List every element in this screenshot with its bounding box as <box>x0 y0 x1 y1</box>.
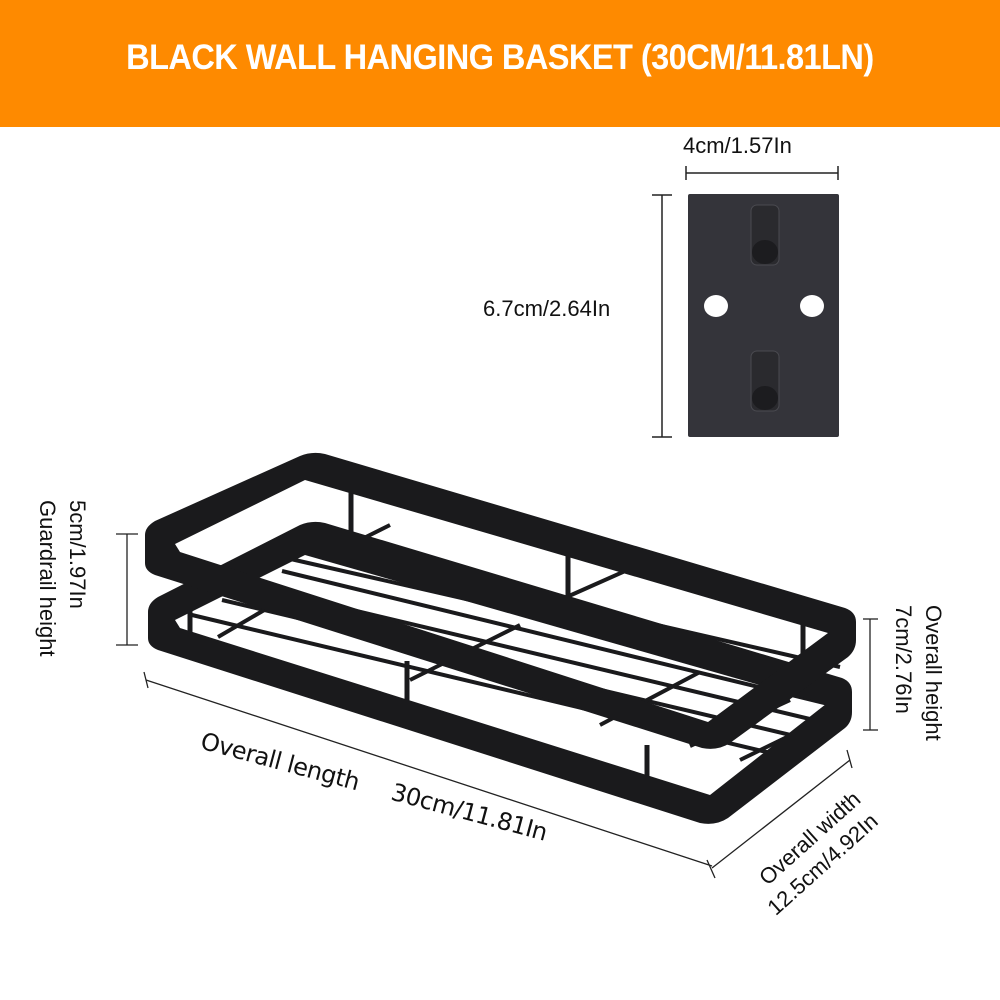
plate-width-dimension-line <box>685 166 839 180</box>
guardrail-height-value: 5cm/1.97In <box>65 500 90 609</box>
overall-height-value: 7cm/2.76In <box>891 605 916 714</box>
hook-icon <box>750 350 780 412</box>
wall-basket <box>145 452 856 824</box>
title-banner: BLACK WALL HANGING BASKET (30CM/11.81LN) <box>0 0 1000 127</box>
plate-width-label: 4cm/1.57In <box>683 133 792 158</box>
guardrail-dimension-line <box>116 533 138 646</box>
overall-height-dimension-line <box>863 618 878 731</box>
banner-title: BLACK WALL HANGING BASKET (30CM/11.81LN) <box>126 37 874 77</box>
plate-height-label: 6.7cm/2.64In <box>483 296 611 321</box>
screw-hole-icon <box>704 295 728 317</box>
overall-length-dimension-line <box>143 671 713 867</box>
hook-icon <box>750 204 780 266</box>
overall-height-annotation: Overall height 7cm/2.76In <box>888 605 948 741</box>
overall-width-dimension-line <box>706 749 853 879</box>
basket-bottom-rail <box>148 521 852 824</box>
screw-hole-icon <box>800 295 824 317</box>
overall-height-label: Overall height <box>921 605 946 741</box>
guardrail-height-annotation: 5cm/1.97In Guardrail height <box>32 500 92 657</box>
plate-height-dimension-line <box>652 194 672 438</box>
guardrail-height-label: Guardrail height <box>35 500 60 657</box>
basket-top-rail <box>145 452 856 749</box>
mount-plate <box>652 166 839 438</box>
